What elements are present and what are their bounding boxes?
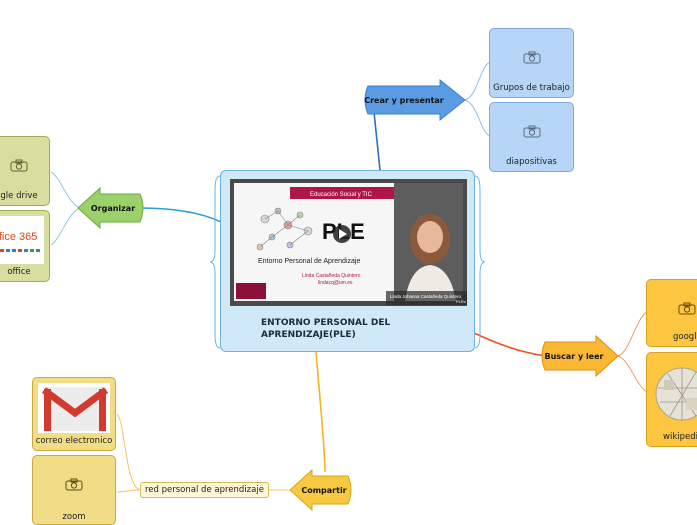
gmail-logo-icon [38, 383, 110, 433]
link-buscar-leaf2 [617, 355, 648, 393]
link-organizar-leaf2 [50, 207, 81, 246]
leaf-label: googl [673, 332, 697, 342]
leaf-label: gle drive [0, 191, 38, 201]
wikipedia-globe-icon [652, 358, 697, 429]
leaf-google-drive[interactable]: gle drive [0, 136, 50, 206]
video-subtitle: Entorno Personal de Aprendizaje [258, 258, 360, 265]
central-brace-right [474, 175, 486, 349]
branch-compartir[interactable]: Compartir [301, 485, 347, 495]
link-central-crear [373, 111, 381, 171]
link-buscar-leaf1 [617, 311, 648, 357]
branch-shape-organizar [77, 186, 144, 230]
camera-icon [678, 302, 696, 315]
subtopic-red-personal[interactable]: red personal de aprendizaje [140, 482, 269, 498]
camera-icon [523, 51, 540, 64]
link-crear-leaf1 [464, 61, 491, 101]
branch-buscar-y-leer[interactable]: Buscar y leer [544, 351, 604, 361]
link-sub-leaf2 [116, 489, 141, 493]
link-central-compartir [315, 351, 326, 473]
link-crear-leaf2 [464, 99, 491, 137]
link-organizar-leaf1 [50, 171, 81, 209]
leaf-label: zoom [62, 512, 86, 522]
video-author: Linda Castañeda Quintero [302, 273, 361, 279]
leaf-office[interactable]: ffice 365 office [0, 210, 50, 282]
central-brace-left [209, 175, 221, 349]
leaf-label: correo electronico [35, 436, 113, 446]
leaf-label: office [7, 267, 31, 277]
camera-icon [523, 125, 540, 138]
branch-shape-crear [364, 78, 466, 122]
office-365-logo: ffice 365 [0, 216, 44, 264]
video-author-site: lindacq@um.es [318, 280, 353, 286]
leaf-google[interactable]: googl [646, 279, 697, 347]
leaf-grupos-de-trabajo[interactable]: Grupos de trabajo [489, 28, 574, 98]
leaf-label: wikipedi [663, 432, 697, 442]
central-topic[interactable]: Educación Social y TIC PLE Entorno Perso… [220, 170, 475, 352]
central-title: ENTORNO PERSONAL DEL APRENDIZAJE(PLE) [261, 318, 391, 340]
video-caption: Linda Johanna Castañeda Quintero [390, 294, 462, 299]
video-caption-sub: PLEs [456, 299, 466, 304]
leaf-diapositivas[interactable]: diapositivas [489, 102, 574, 172]
leaf-zoom[interactable]: zoom [32, 455, 116, 525]
leaf-correo-electronico[interactable]: correo electronico [32, 377, 116, 451]
video-banner: Educación Social y TIC [310, 192, 373, 198]
branch-crear-y-presentar[interactable]: Crear y presentar [364, 95, 444, 105]
leaf-label: diapositivas [506, 157, 557, 167]
link-central-organizar [139, 207, 222, 223]
video-thumbnail[interactable]: Educación Social y TIC PLE Entorno Perso… [230, 179, 467, 306]
branch-organizar[interactable]: Organizar [90, 203, 136, 213]
office-logo-text: ffice 365 [0, 231, 37, 243]
mindmap-sketch [256, 207, 313, 251]
office-color-squares [0, 249, 40, 252]
leaf-wikipedia[interactable]: wikipedi [646, 352, 697, 447]
camera-icon [10, 159, 28, 172]
link-sub-leaf1 [116, 413, 141, 491]
leaf-label: Grupos de trabajo [493, 83, 570, 93]
branch-shape-buscar [541, 334, 619, 378]
camera-icon [65, 478, 83, 491]
branch-shape-compartir [289, 468, 352, 512]
link-central-buscar [473, 332, 546, 357]
